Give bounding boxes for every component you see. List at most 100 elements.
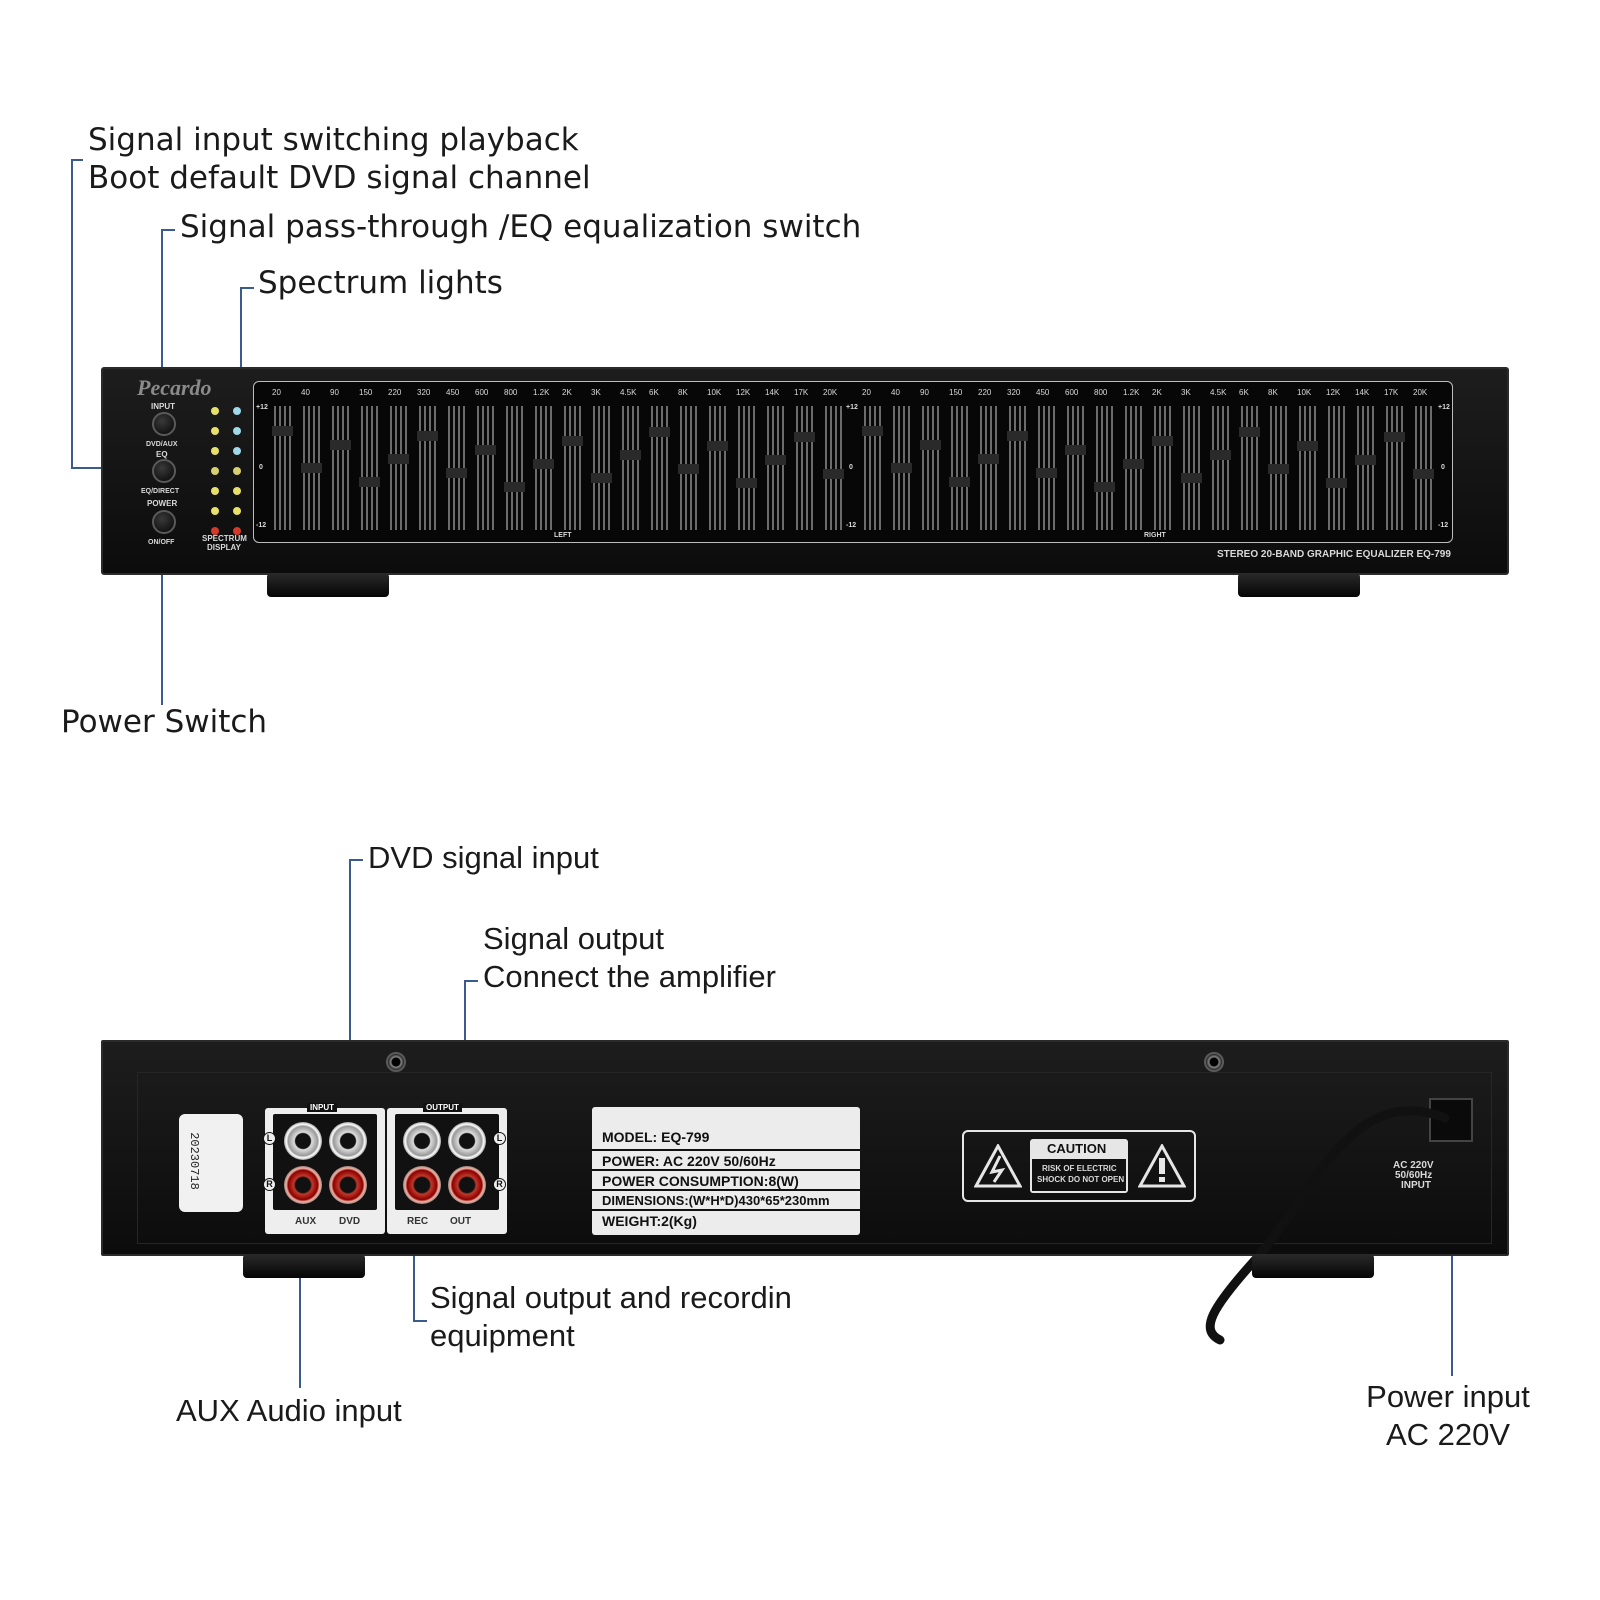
band-fader-knob[interactable] [978,454,999,464]
callout-eq-switch: Signal pass-through /EQ equalization swi… [180,209,862,245]
output-jack-panel: OUTPUT L R REC OUT [387,1103,507,1234]
band-fader-column [1241,406,1258,530]
callout-power-input-line1: Power input [1366,1379,1530,1414]
band-fader-knob[interactable] [1123,459,1144,469]
rec-label: REC [407,1216,429,1227]
input-group-label: INPUT [307,1103,337,1112]
aux-left-jack[interactable] [284,1122,322,1160]
band-fader-knob[interactable] [823,469,844,479]
band-fader-knob[interactable] [591,473,612,483]
dvd-right-jack[interactable] [329,1166,367,1204]
band-fader-knob[interactable] [272,426,293,436]
scale-bottom-right: -12 [1438,522,1449,529]
band-label-right: 150 [949,388,963,397]
band-label-left: 8K [678,388,688,397]
band-fader-knob[interactable] [1094,482,1115,492]
band-fader-knob[interactable] [707,441,728,451]
band-fader-knob[interactable] [620,450,641,460]
dvd-label: DVD [339,1216,361,1227]
spectrum-led [211,527,219,535]
band-fader-column [1067,406,1084,530]
band-label-right: 800 [1094,388,1108,397]
spectrum-led [211,447,219,455]
band-fader-knob[interactable] [949,477,970,487]
band-fader-knob[interactable] [1007,431,1028,441]
band-fader-knob[interactable] [1181,473,1202,483]
callout-dvd-input: DVD signal input [368,840,599,875]
band-label-left: 1.2K [533,388,550,397]
on-off-label: ON/OFF [148,539,175,546]
band-fader-knob[interactable] [920,440,941,450]
out-label: OUT [450,1216,472,1227]
band-fader-column [767,406,784,530]
band-fader-knob[interactable] [891,463,912,473]
band-fader-knob[interactable] [794,432,815,442]
band-fader-knob[interactable] [649,427,670,437]
band-label-left: 2K [562,388,572,397]
aux-right-jack[interactable] [284,1166,322,1204]
caution-line2: SHOCK DO NOT OPEN [1037,1175,1125,1184]
dvd-left-jack[interactable] [329,1122,367,1160]
out-right-jack[interactable] [448,1166,486,1204]
rec-right-jack[interactable] [403,1166,441,1204]
band-fader-knob[interactable] [1239,427,1260,437]
band-fader-knob[interactable] [504,482,525,492]
band-fader-column [622,406,639,530]
input-jack-panel: INPUT L R AUX DVD [263,1103,385,1234]
rec-left-jack[interactable] [403,1122,441,1160]
leader-dvd-input-top [349,859,363,861]
leader-signal-output-top [464,980,478,982]
band-fader-column [1386,406,1403,530]
band-fader-column [825,406,842,530]
spectrum-led [233,507,241,515]
power-button[interactable] [152,510,176,534]
band-fader-knob[interactable] [1413,469,1434,479]
spectrum-led [211,427,219,435]
band-fader-knob[interactable] [359,477,380,487]
aux-label: AUX [295,1216,317,1227]
band-fader-knob[interactable] [765,455,786,465]
input-button[interactable] [152,412,176,436]
spectrum-bars-left [268,406,848,530]
band-label-right: 600 [1065,388,1079,397]
band-fader-knob[interactable] [1268,464,1289,474]
leader-dvd-input [349,859,351,1109]
band-label-right: 20K [1413,388,1428,397]
spectrum-led [233,407,241,415]
band-fader-knob[interactable] [1210,450,1231,460]
band-fader-column [1212,406,1229,530]
band-fader-knob[interactable] [301,463,322,473]
rear-foot-left [243,1254,365,1278]
spectrum-led [233,527,241,535]
band-fader-knob[interactable] [1297,441,1318,451]
out-left-jack[interactable] [448,1122,486,1160]
spectrum-bars-right [858,406,1438,530]
band-fader-knob[interactable] [678,464,699,474]
band-label-right: 10K [1297,388,1312,397]
right-channel-label: RIGHT [1144,532,1166,539]
band-fader-knob[interactable] [330,440,351,450]
band-fader-column [864,406,881,530]
band-fader-knob[interactable] [862,426,883,436]
band-fader-column [419,406,436,530]
band-fader-knob[interactable] [417,431,438,441]
band-fader-knob[interactable] [1036,468,1057,478]
band-label-left: 90 [330,388,339,397]
band-fader-knob[interactable] [736,478,757,488]
band-fader-knob[interactable] [1065,445,1086,455]
band-fader-knob[interactable] [388,454,409,464]
band-fader-knob[interactable] [1355,455,1376,465]
ac-socket[interactable] [1429,1098,1473,1142]
eq-direct-button[interactable] [152,459,176,483]
band-fader-knob[interactable] [1326,478,1347,488]
spectrum-led [233,447,241,455]
band-fader-knob[interactable] [446,468,467,478]
band-fader-knob[interactable] [1152,436,1173,446]
band-fader-knob[interactable] [562,436,583,446]
band-fader-knob[interactable] [533,459,554,469]
band-fader-knob[interactable] [1384,432,1405,442]
band-label-left: 4.5K [620,388,637,397]
band-fader-knob[interactable] [475,445,496,455]
spectrum-led [233,467,241,475]
